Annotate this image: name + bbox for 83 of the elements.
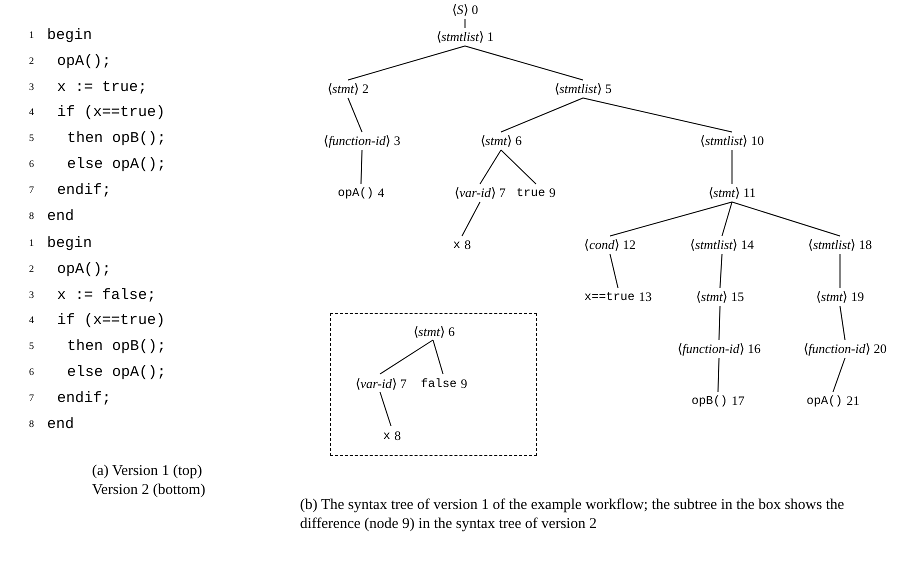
code-line: end <box>47 206 74 227</box>
code-line: if (x==true) <box>57 103 166 124</box>
tree-edge <box>464 18 466 28</box>
tree-node-label: opA() 4 <box>338 184 384 202</box>
code-line: end <box>47 414 74 435</box>
tree-edge <box>840 306 846 340</box>
tree-edge <box>732 202 840 236</box>
line-number: 6 <box>28 158 34 172</box>
line-number: 1 <box>28 237 34 251</box>
tree-node-label: ⟨stmt⟩ 6 <box>480 132 522 150</box>
line-number: 8 <box>28 418 34 432</box>
tree-node-label: ⟨S⟩ 0 <box>452 1 478 19</box>
tree-edge <box>832 358 846 392</box>
tree-node-label: ⟨stmtlist⟩ 1 <box>436 28 494 46</box>
tree-edge <box>610 254 618 288</box>
code-line: x := true; <box>57 78 148 98</box>
code-line: x := false; <box>57 286 156 306</box>
line-number: 3 <box>28 80 34 95</box>
tree-node-label: ⟨stmtlist⟩ 18 <box>808 236 872 254</box>
line-number: 8 <box>28 210 34 224</box>
tree-edge <box>380 392 392 426</box>
line-number: 2 <box>28 262 34 277</box>
tree-node-label: false 9 <box>420 375 468 393</box>
line-number: 7 <box>28 392 34 406</box>
tree-node-label: opA() 21 <box>806 392 860 410</box>
tree-edge <box>718 358 720 392</box>
tree-edge <box>348 46 466 80</box>
code-line: opA(); <box>57 52 112 72</box>
tree-node-label: ⟨var-id⟩ 7 <box>454 184 506 202</box>
tree-edge <box>500 150 536 184</box>
caption: (a) Version 1 (top) Version 2 (bottom) <box>92 462 206 500</box>
tree-node-label: true 9 <box>516 184 556 202</box>
tree-edge <box>462 202 480 236</box>
dashed-box <box>330 313 537 456</box>
tree-edge <box>464 46 584 80</box>
code-line: then opB(); <box>67 129 166 150</box>
line-number: 2 <box>28 54 34 69</box>
line-number: 5 <box>28 340 34 354</box>
tree-node-label: ⟨function-id⟩ 20 <box>803 340 887 358</box>
line-number: 6 <box>28 366 34 380</box>
tree-edge <box>360 150 362 184</box>
code-line: if (x==true) <box>57 311 166 332</box>
tree-node-label: ⟨stmtlist⟩ 10 <box>700 132 764 150</box>
tree-node-label: ⟨var-id⟩ 7 <box>355 375 407 393</box>
line-number: 4 <box>28 314 34 328</box>
tree-node-label: x==true 13 <box>584 288 652 306</box>
tree-edge <box>722 202 732 236</box>
code-line: begin <box>47 234 92 254</box>
tree-edge <box>582 98 732 132</box>
tree-edge <box>380 340 434 374</box>
tree-node-label: ⟨cond⟩ 12 <box>584 236 636 254</box>
tree-node-label: ⟨stmtlist⟩ 14 <box>690 236 754 254</box>
code-line: opA(); <box>57 260 112 280</box>
tree-node-label: opB() 17 <box>692 392 744 410</box>
tree-node-label: ⟨stmt⟩ 6 <box>413 323 455 341</box>
line-number: 5 <box>28 132 34 146</box>
code-line: begin <box>47 26 92 46</box>
tree-node-label: ⟨function-id⟩ 3 <box>324 132 400 150</box>
tree-node-label: x 8 <box>383 427 401 445</box>
line-number: 7 <box>28 184 34 198</box>
code-line: then opB(); <box>67 337 166 358</box>
tree-edge <box>718 306 720 340</box>
caption: (b) The syntax tree of version 1 of the example workflow; the subtree in the box shows the difference (node 9) in the syntax tree of version 2 <box>300 496 846 534</box>
tree-edge <box>500 98 584 132</box>
line-number: 3 <box>28 288 34 303</box>
tree-node-label: ⟨stmt⟩ 15 <box>696 288 744 306</box>
tree-node-label: ⟨stmt⟩ 11 <box>708 184 756 202</box>
line-number: 4 <box>28 106 34 120</box>
code-line: else opA(); <box>67 363 166 383</box>
code-line: else opA(); <box>67 155 166 175</box>
tree-node-label: ⟨stmt⟩ 19 <box>816 288 864 306</box>
tree-node-label: x 8 <box>453 236 471 254</box>
tree-edge <box>720 254 722 288</box>
tree-edge <box>432 340 444 374</box>
tree-edge <box>348 98 362 132</box>
tree-node-label: ⟨stmtlist⟩ 5 <box>554 80 612 98</box>
tree-node-label: ⟨stmt⟩ 2 <box>327 80 369 98</box>
code-line: endif; <box>57 388 112 409</box>
tree-node-label: ⟨function-id⟩ 16 <box>677 340 761 358</box>
code-line: endif; <box>57 180 112 201</box>
tree-edge <box>610 202 732 236</box>
line-number: 1 <box>28 29 34 43</box>
tree-edge <box>480 150 502 184</box>
